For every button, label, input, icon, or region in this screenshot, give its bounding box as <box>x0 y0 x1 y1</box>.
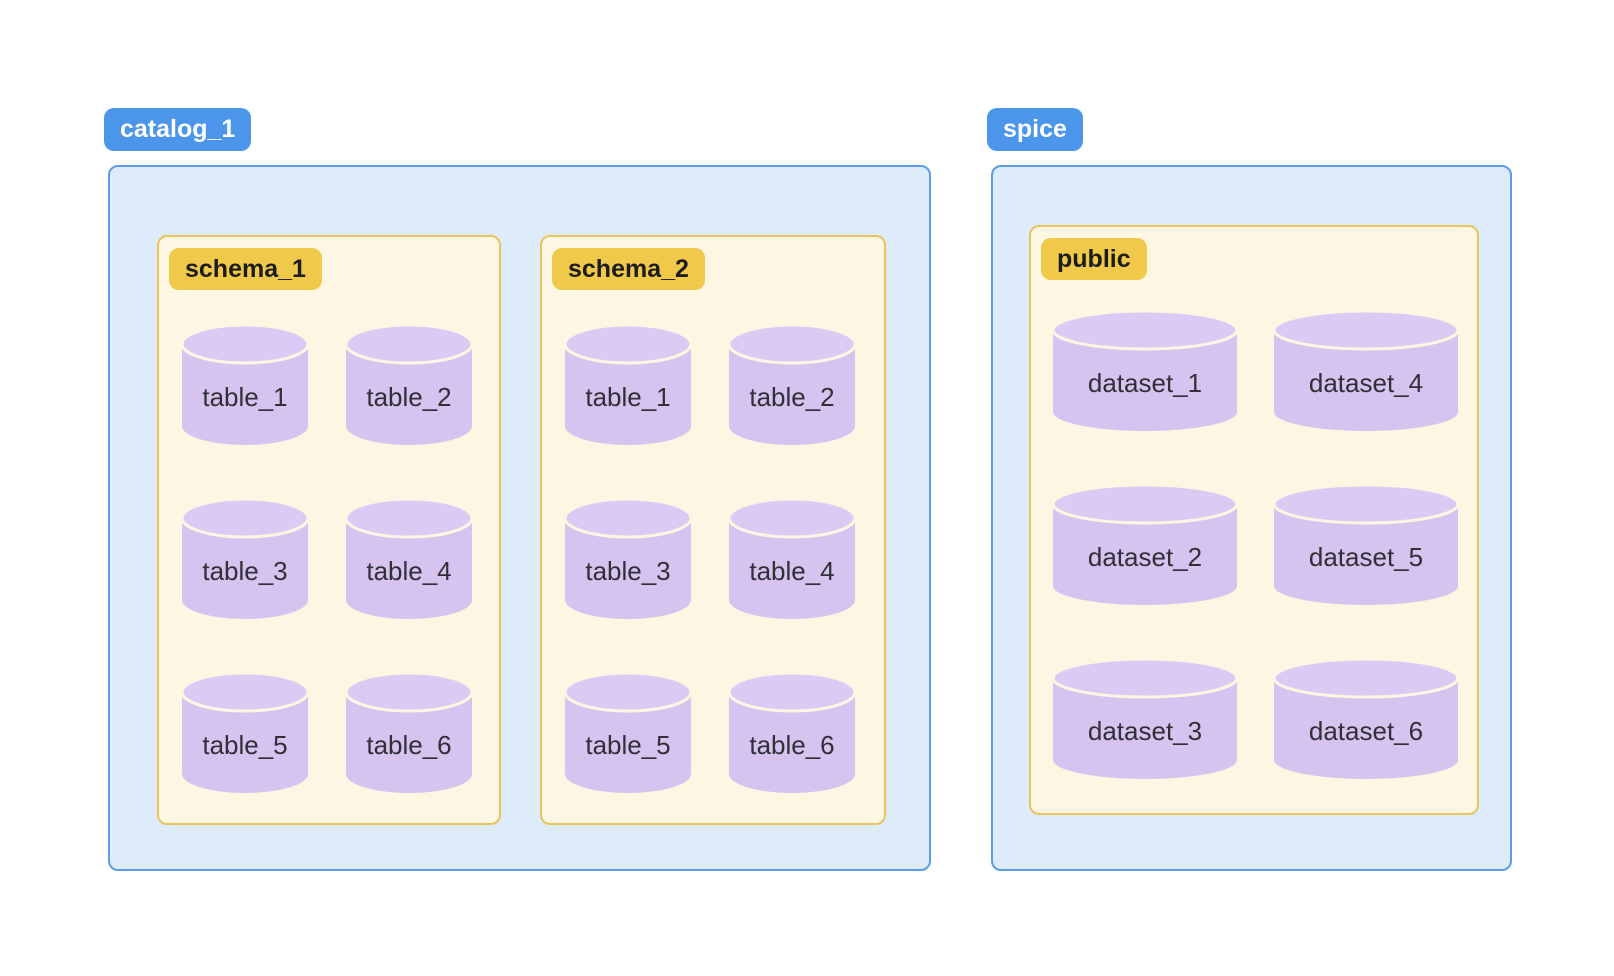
database-cylinder-icon <box>728 497 856 619</box>
table-label: table_6 <box>749 730 835 760</box>
table-node: table_4 <box>728 497 856 620</box>
catalog-badge: catalog_1 <box>104 108 252 151</box>
table-label: table_5 <box>202 730 288 760</box>
table-label: table_3 <box>202 556 288 586</box>
table-node: table_2 <box>728 323 856 446</box>
database-cylinder-icon <box>728 323 856 445</box>
database-cylinder-icon <box>1273 657 1459 779</box>
table-node: table_1 <box>564 323 692 446</box>
database-cylinder-icon <box>181 671 309 793</box>
dataset-label: dataset_6 <box>1308 716 1424 746</box>
schema_2-badge: schema_2 <box>552 248 705 290</box>
schema_2-node-grid: table_1 table_2 table_3 table_4 table_5 table… <box>542 237 884 823</box>
dataset-label: dataset_3 <box>1087 716 1203 746</box>
database-cylinder-icon <box>728 671 856 793</box>
database-cylinder-icon <box>1052 309 1238 431</box>
table-node: table_3 <box>181 497 309 620</box>
table-label: table_1 <box>585 382 671 412</box>
table-node: table_6 <box>728 671 856 794</box>
dataset-label: dataset_2 <box>1087 542 1203 572</box>
table-label: table_5 <box>585 730 671 760</box>
dataset-node: dataset_3 <box>1052 657 1238 780</box>
database-cylinder-icon <box>181 497 309 619</box>
table-node: table_3 <box>564 497 692 620</box>
database-cylinder-icon <box>345 497 473 619</box>
dataset-node: dataset_4 <box>1273 309 1459 432</box>
table-label: table_6 <box>366 730 452 760</box>
dataset-node: dataset_5 <box>1273 483 1459 606</box>
table-node: table_6 <box>345 671 473 794</box>
table-node: table_4 <box>345 497 473 620</box>
spice-badge: spice <box>987 108 1083 151</box>
dataset-label: dataset_1 <box>1087 368 1203 398</box>
database-cylinder-icon <box>564 497 692 619</box>
public-badge: public <box>1041 238 1147 280</box>
table-node: table_2 <box>345 323 473 446</box>
database-cylinder-icon <box>345 323 473 445</box>
table-label: table_2 <box>366 382 452 412</box>
database-cylinder-icon <box>1052 657 1238 779</box>
database-cylinder-icon <box>345 671 473 793</box>
table-label: table_1 <box>202 382 288 412</box>
dataset-label: dataset_5 <box>1308 542 1424 572</box>
database-cylinder-icon <box>181 323 309 445</box>
table-label: table_3 <box>585 556 671 586</box>
database-cylinder-icon <box>1273 483 1459 605</box>
schema_1-badge: schema_1 <box>169 248 322 290</box>
dataset-label: dataset_4 <box>1308 368 1424 398</box>
table-label: table_2 <box>749 382 835 412</box>
table-label: table_4 <box>366 556 452 586</box>
dataset-node: dataset_1 <box>1052 309 1238 432</box>
database-cylinder-icon <box>564 323 692 445</box>
schema_1-node-grid: table_1 table_2 table_3 table_4 table_5 table… <box>159 237 499 823</box>
dataset-node: dataset_6 <box>1273 657 1459 780</box>
table-label: table_4 <box>749 556 835 586</box>
database-cylinder-icon <box>564 671 692 793</box>
dataset-node: dataset_2 <box>1052 483 1238 606</box>
database-cylinder-icon <box>1052 483 1238 605</box>
table-node: table_1 <box>181 323 309 446</box>
table-node: table_5 <box>181 671 309 794</box>
database-cylinder-icon <box>1273 309 1459 431</box>
table-node: table_5 <box>564 671 692 794</box>
